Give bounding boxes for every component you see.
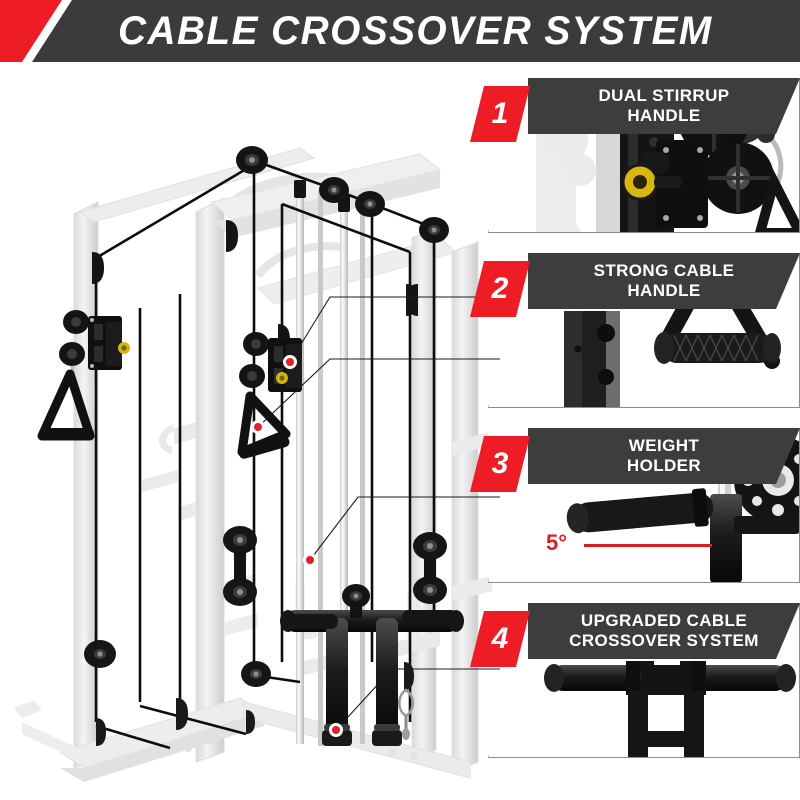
- panel-1-label-line1: DUAL STIRRUP: [598, 86, 730, 106]
- carabiner: [397, 688, 415, 740]
- header-gray-bar: [32, 0, 800, 62]
- product-illustration: [0, 62, 500, 800]
- panel-4-label-line1: UPGRADED CABLE: [580, 611, 748, 631]
- pulleys: [84, 146, 449, 746]
- panel-2-label-line2: HANDLE: [627, 281, 701, 300]
- stirrup-handle-center: [237, 391, 291, 459]
- leader-lines: [257, 296, 500, 731]
- panel-1-label: DUAL STIRRUP HANDLE: [528, 78, 800, 134]
- panel-3-label-line1: WEIGHT: [628, 436, 700, 456]
- callout-panel-2[interactable]: STRONG CABLE HANDLE 2: [470, 253, 800, 408]
- callout-panel-3[interactable]: 5° WEIGHT HOLDER 3: [470, 428, 800, 583]
- panel-2-label-line1: STRONG CABLE: [593, 261, 735, 281]
- callout-panel-4[interactable]: UPGRADED CABLE CROSSOVER SYSTEM 4: [470, 603, 800, 758]
- panel-4-label-line2: CROSSOVER SYSTEM: [569, 631, 759, 650]
- callout-panel-1[interactable]: DUAL STIRRUP HANDLE 1: [470, 78, 800, 233]
- panel-3-label-line2: HOLDER: [626, 456, 702, 475]
- left-carriage-assembly: [37, 310, 130, 441]
- center-carriage-assembly: [237, 332, 302, 459]
- callout-markers: [251, 355, 343, 737]
- stirrup-handle-left: [37, 369, 95, 441]
- page-title: CABLE CROSSOVER SYSTEM: [118, 8, 713, 53]
- header-banner: CABLE CROSSOVER SYSTEM: [0, 0, 800, 62]
- panel-2-label: STRONG CABLE HANDLE: [528, 253, 800, 309]
- rack-ghost-frame: [14, 147, 492, 782]
- panel-4-label: UPGRADED CABLE CROSSOVER SYSTEM: [528, 603, 800, 659]
- crossover-carriage: [280, 584, 464, 746]
- panel-1-label-line2: HANDLE: [627, 106, 701, 125]
- panel-3-label: WEIGHT HOLDER: [528, 428, 800, 484]
- svg-text:5°: 5°: [546, 530, 567, 555]
